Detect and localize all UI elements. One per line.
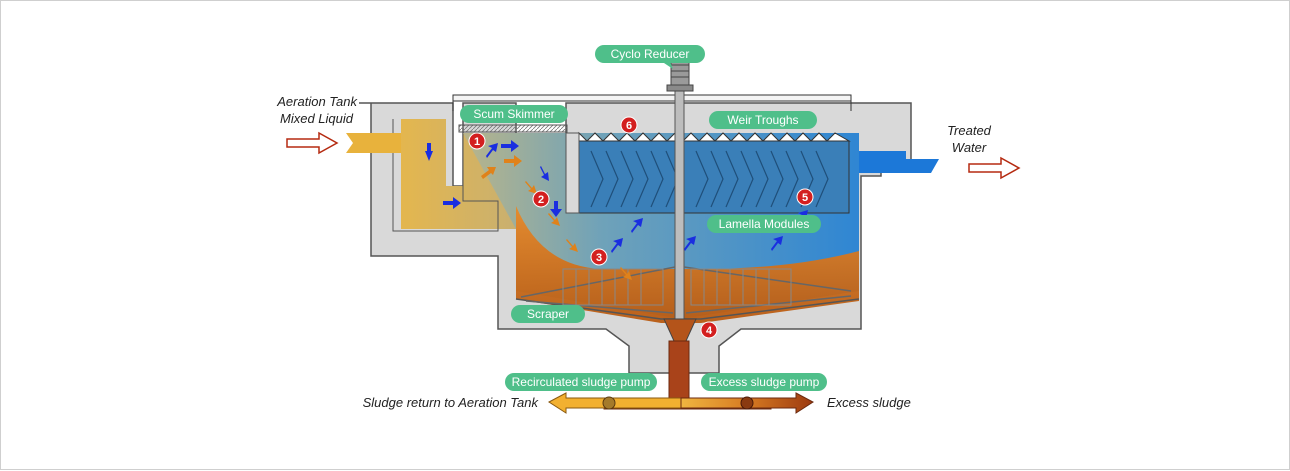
outflow-label-line2: Water — [952, 140, 987, 155]
flow-arrows-orange — [481, 155, 632, 280]
outlet-water — [859, 151, 939, 173]
inflow-arrow-icon — [286, 131, 339, 155]
callout-cyclo-reducer: Cyclo Reducer — [595, 45, 705, 69]
svg-text:3: 3 — [596, 252, 602, 264]
svg-text:2: 2 — [538, 194, 544, 206]
bridge-roof — [452, 94, 852, 102]
callout-excess-pump: Excess sludge pump — [701, 373, 827, 391]
excess-sludge-label: Excess sludge — [827, 395, 911, 410]
marker-4: 4 — [700, 321, 718, 339]
svg-text:6: 6 — [626, 120, 632, 132]
scum-skimmer-bar — [458, 124, 568, 133]
recirculated-pump-icon — [602, 396, 616, 410]
inflow-label-line1: Aeration Tank — [276, 94, 358, 109]
svg-text:Lamella Modules: Lamella Modules — [719, 217, 810, 231]
inflow-pipe — [346, 133, 401, 153]
svg-text:Recirculated sludge pump: Recirculated sludge pump — [512, 375, 651, 389]
outflow-label-line1: Treated — [947, 123, 992, 138]
svg-text:5: 5 — [802, 192, 808, 204]
marker-6: 6 — [620, 116, 638, 134]
marker-2: 2 — [532, 190, 550, 208]
callout-lamella-modules: Lamella Modules — [707, 215, 821, 233]
svg-text:Weir Troughs: Weir Troughs — [727, 113, 798, 127]
flow-arrows-blue — [425, 140, 808, 253]
outflow-arrow-icon — [968, 156, 1021, 180]
svg-text:Scum Skimmer: Scum Skimmer — [473, 107, 554, 121]
callout-weir-troughs: Weir Troughs — [709, 111, 817, 129]
cyclo-reducer-unit — [666, 58, 694, 92]
callout-scraper: Scraper — [511, 305, 585, 323]
lamella-plates — [590, 150, 829, 208]
svg-text:4: 4 — [706, 325, 713, 337]
scraper-grid-right — [690, 268, 792, 306]
svg-text:1: 1 — [474, 136, 480, 148]
marker-1: 1 — [468, 132, 486, 150]
marker-5: 5 — [796, 188, 814, 206]
inflow-label-line2: Mixed Liquid — [280, 111, 354, 126]
svg-text:Cyclo Reducer: Cyclo Reducer — [611, 47, 690, 61]
drive-shaft — [674, 85, 685, 327]
scraper-grid-left — [562, 268, 664, 306]
callout-recirculated-pump: Recirculated sludge pump — [505, 373, 657, 391]
sludge-return-label: Sludge return to Aeration Tank — [363, 395, 540, 410]
marker-3: 3 — [590, 248, 608, 266]
excess-pump-icon — [740, 396, 754, 410]
callout-scum-skimmer: Scum Skimmer — [460, 105, 568, 123]
svg-text:Excess sludge pump: Excess sludge pump — [709, 375, 820, 389]
weir-troughs — [578, 131, 851, 142]
svg-text:Scraper: Scraper — [527, 307, 569, 321]
